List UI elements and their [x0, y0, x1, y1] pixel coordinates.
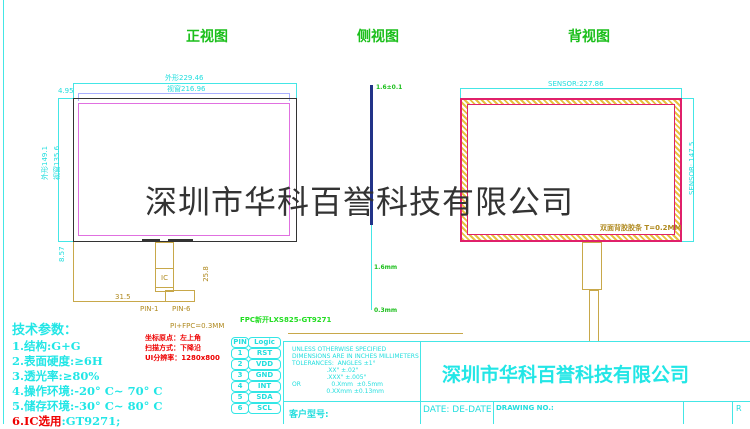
spec-list: 技术参数： 1.结构:G+G 2.表面硬度:≥6H 3.透光率:≥80% 4.操… — [12, 322, 162, 429]
side-fpc-b-label: 0.3mm — [374, 307, 398, 314]
date-label: DATE: DE-DATE — [423, 405, 492, 415]
outer-width-label: 外形229.46 — [165, 74, 204, 82]
front-view-title: 正视图 — [186, 29, 228, 45]
origin-note: 坐标原点：左上角 — [145, 334, 201, 342]
outer-height-dim-line — [58, 98, 73, 242]
outer-height-label: 外形149.1 — [41, 145, 49, 180]
side-fpc — [371, 225, 372, 310]
sensor-height-dim-line — [682, 98, 694, 242]
ic-label: 6.IC选用 — [12, 414, 62, 428]
pin-logic: SDA — [248, 392, 281, 403]
fpc-height-label: 25.8 — [201, 266, 210, 282]
rev-label: R — [736, 404, 742, 413]
fpc-length-line — [73, 242, 165, 302]
logic-header: Logic — [248, 337, 281, 348]
spec-item: 4.操作环境:-20° C~ 70° C — [12, 384, 163, 398]
sensor-width-label: SENSOR:227.86 — [548, 80, 604, 88]
pin-logic: RST — [248, 348, 281, 359]
pin-number: 6 — [231, 403, 249, 414]
fpc-code: FPC新开LXS825-GT9271 — [240, 316, 332, 324]
company-name: 深圳市华科百誉科技有限公司 — [442, 364, 690, 386]
scan-note: 扫描方式：下降沿 — [145, 344, 201, 352]
fpc-connector — [165, 290, 195, 302]
pin-number: 4 — [231, 381, 249, 392]
side-view-title: 侧视图 — [357, 29, 399, 45]
sensor-width-dim-line — [460, 88, 682, 98]
fpc-length-label: 31.5 — [115, 293, 131, 301]
sensor-height-label: SENSOR: 147.5 — [688, 141, 696, 195]
pin-number: 3 — [231, 370, 249, 381]
spec-item: 5.储存环境:-30° C~ 80° C — [12, 399, 163, 413]
fpc-bonding-right — [168, 239, 193, 242]
pin-logic: SCL — [248, 403, 281, 414]
view-height-label: 视窗135.6 — [53, 145, 61, 180]
tb-date-divider — [493, 401, 494, 424]
tb-divider-2 — [683, 401, 684, 424]
side-thickness-label: 1.6±0.1 — [376, 84, 403, 91]
back-fpc-wide — [582, 242, 602, 290]
pin6-label: PIN-6 — [172, 305, 191, 313]
customer-model-label: 客户型号: — [289, 410, 329, 420]
front-view-area — [78, 103, 290, 236]
drawing-no-label: DRAWING NO.: — [496, 404, 554, 412]
tb-divider — [420, 341, 421, 424]
fpc-thickness-label: PI+FPC=0.3MM — [170, 322, 225, 330]
fpc-bonding-left — [142, 239, 160, 242]
sheet-border — [3, 0, 4, 424]
fpc-tail — [155, 242, 174, 292]
ic-box: IC — [155, 268, 174, 288]
spec-item: 1.结构:G+G — [12, 339, 81, 353]
bottom-offset-label: 8.57 — [58, 246, 66, 262]
offset-label: 4.95 — [58, 87, 74, 95]
pin1-label: PIN-1 — [140, 305, 159, 313]
tb-top-line — [283, 341, 750, 342]
back-view-title: 背视图 — [568, 29, 610, 45]
spec-item: 2.表面硬度:≥6H — [12, 354, 103, 368]
watermark: 深圳市华科百誉科技有限公司 — [145, 183, 575, 221]
tape-label: 双面背胶胶条 T=0.2MM — [600, 224, 682, 232]
back-fpc-narrow — [589, 290, 599, 342]
view-width-dim-line — [78, 93, 290, 101]
tb-mid-line — [283, 401, 750, 402]
fpc-code-underline — [288, 333, 463, 334]
pin-logic: VDD — [248, 359, 281, 370]
spec-item: 3.透光率:≥80% — [12, 369, 100, 383]
view-width-label: 视窗216.96 — [167, 85, 206, 93]
resolution-note: UI分辨率：1280x800 — [145, 354, 220, 362]
pin-logic: GND — [248, 370, 281, 381]
ic-value: :GT9271; — [61, 414, 121, 428]
pin-number: 5 — [231, 392, 249, 403]
side-panel — [370, 85, 373, 225]
pin-number: 2 — [231, 359, 249, 370]
spec-item-ic: 6.IC选用:GT9271; — [12, 414, 162, 429]
side-fpc-a-label: 1.6mm — [374, 264, 398, 271]
sensor-area — [467, 104, 675, 235]
pin-header: PIN — [231, 337, 249, 348]
outer-width-dim-line — [73, 83, 297, 98]
pin-logic: INT — [248, 381, 281, 392]
tolerances-text: UNLESS OTHERWISE SPECIFIED DIMENSIONS AR… — [292, 346, 419, 395]
tb-left-line — [283, 341, 284, 424]
spec-title: 技术参数： — [12, 323, 78, 338]
pin-number: 1 — [231, 348, 249, 359]
tb-divider-3 — [732, 401, 733, 424]
